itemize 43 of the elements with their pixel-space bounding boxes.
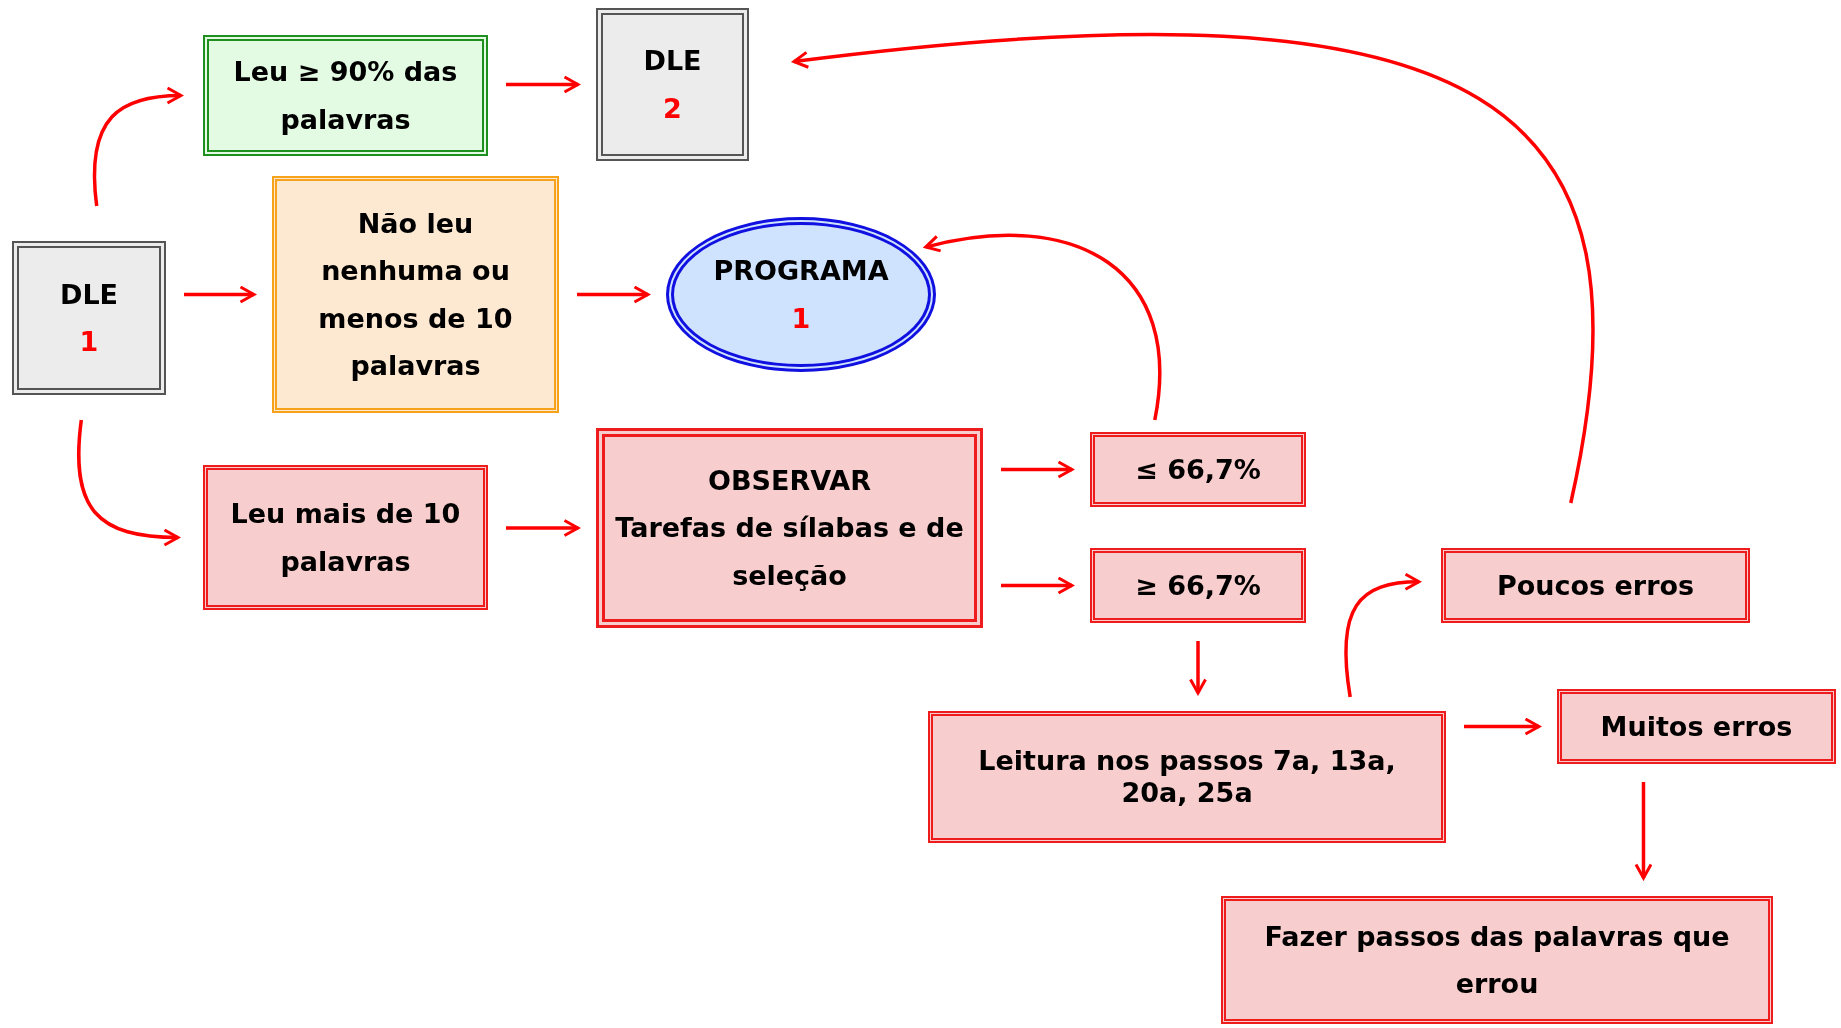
process-box: [596, 428, 983, 628]
node-title: DLE: [643, 44, 702, 79]
result-box: [1090, 432, 1306, 507]
process-box: [928, 711, 1446, 843]
condition-box: [203, 465, 488, 610]
number-label: 2: [663, 91, 682, 126]
process-box: [1221, 896, 1773, 1024]
node-text: Fazer passos das palavras que errou: [1263, 919, 1731, 1001]
node-text: Leu ≥ 90% das palavras: [232, 55, 459, 137]
node-text: Leitura nos passos 7a, 13a, 20a, 25a: [977, 744, 1397, 810]
node-title: OBSERVAR: [708, 464, 871, 499]
condition-box: [203, 35, 488, 156]
arrow: [506, 75, 580, 94]
node-text: Não leu nenhuma ou menos de 10 palavras: [317, 207, 514, 383]
number-label: 1: [791, 301, 811, 336]
arrow: [1001, 576, 1074, 595]
result-box: [1557, 689, 1836, 764]
dle-box: [12, 241, 166, 395]
arrow: [1001, 460, 1074, 479]
arrow: [184, 285, 256, 304]
condition-box: [272, 176, 559, 413]
node-text: Tarefas de sílabas e de seleção: [614, 511, 965, 593]
arrow: [1189, 641, 1207, 695]
arrow: [792, 33, 1595, 504]
arrow: [1464, 717, 1541, 736]
node-text: Poucos erros: [1496, 568, 1695, 603]
arrow: [92, 86, 183, 207]
node-text: ≥ 66,7%: [1135, 568, 1261, 603]
arrow: [1634, 782, 1653, 880]
arrow: [577, 285, 650, 304]
arrow: [1344, 573, 1421, 698]
node-text: ≤ 66,7%: [1135, 452, 1261, 487]
arrow: [924, 233, 1162, 421]
arrow: [77, 419, 180, 547]
dle-box: [596, 8, 749, 161]
number-label: 1: [79, 325, 99, 359]
node-title: DLE: [59, 277, 119, 312]
node-text: Muitos erros: [1600, 709, 1793, 744]
arrow: [506, 519, 580, 537]
result-box: [1090, 548, 1306, 623]
result-box: [1441, 548, 1750, 623]
node-title: PROGRAMA: [713, 254, 889, 289]
node-text: Leu mais de 10 palavras: [229, 497, 462, 579]
